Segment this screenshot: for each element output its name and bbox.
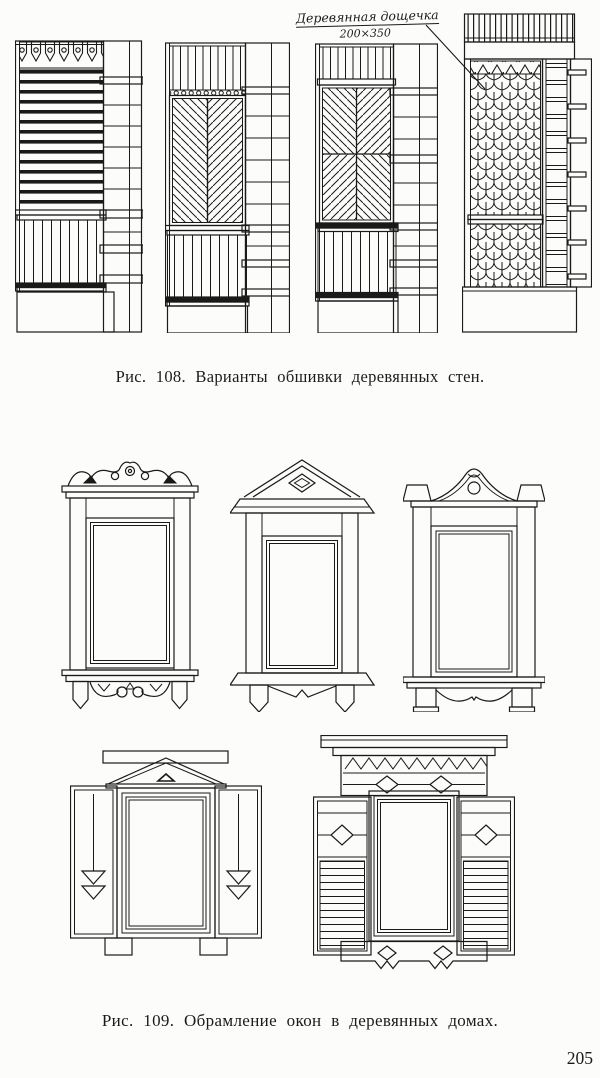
cladding-diamond-chevron-boarding bbox=[315, 43, 438, 333]
cladding-horizontal-lap-siding bbox=[15, 40, 143, 333]
window-ogee-pediment bbox=[403, 468, 545, 712]
figure-109-caption: Рис. 109. Обрамление окон в деревянных д… bbox=[101, 1011, 499, 1030]
page-number: 205 bbox=[566, 1048, 593, 1068]
annotation-leader-line bbox=[425, 24, 486, 90]
cladding-herringbone-boarding bbox=[165, 42, 290, 333]
window-carved-scroll-crest bbox=[61, 461, 199, 710]
cladding-fishscale-shingles bbox=[462, 13, 592, 333]
annotation-dimensions: 200×350 bbox=[339, 26, 392, 41]
annotation: Деревянная дощечка 200×350 bbox=[295, 4, 439, 42]
figure-108-caption: Рис. 108. Варианты обшивки деревянных ст… bbox=[115, 367, 485, 386]
window-triangular-pediment bbox=[230, 459, 375, 712]
window-gable-and-panel-shutters bbox=[70, 750, 262, 956]
window-louvered-shutters bbox=[313, 735, 515, 970]
